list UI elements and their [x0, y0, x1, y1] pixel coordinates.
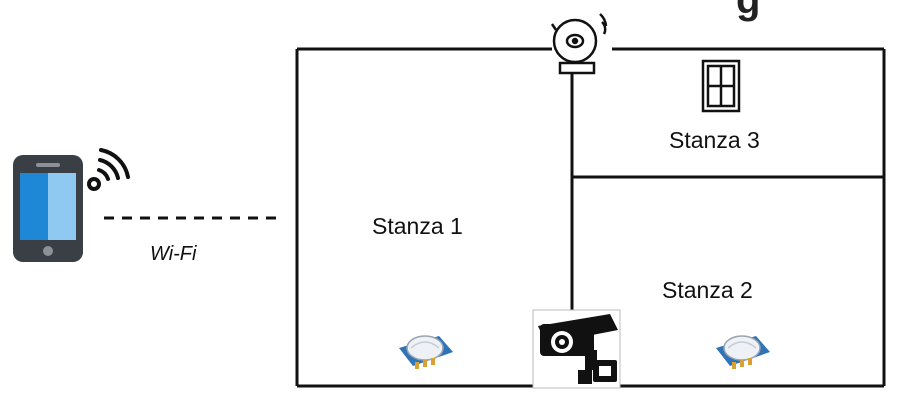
window-icon — [701, 59, 741, 113]
room-label-stanza-3: Stanza 3 — [669, 127, 760, 153]
pir-motion-sensor-icon — [716, 335, 770, 369]
room-label-stanza-2: Stanza 2 — [662, 277, 753, 303]
smartphone-icon — [13, 155, 83, 262]
alarm-bell-icon — [550, 13, 608, 75]
wifi-label: Wi-Fi — [150, 243, 197, 265]
room-label-stanza-1: Stanza 1 — [372, 213, 463, 239]
wifi-signal-icon — [87, 148, 130, 191]
pir-motion-sensor-icon — [399, 335, 453, 369]
cropped-title-fragment: g — [736, 0, 761, 22]
security-camera-icon — [532, 309, 621, 389]
building-floorplan — [295, 47, 886, 388]
